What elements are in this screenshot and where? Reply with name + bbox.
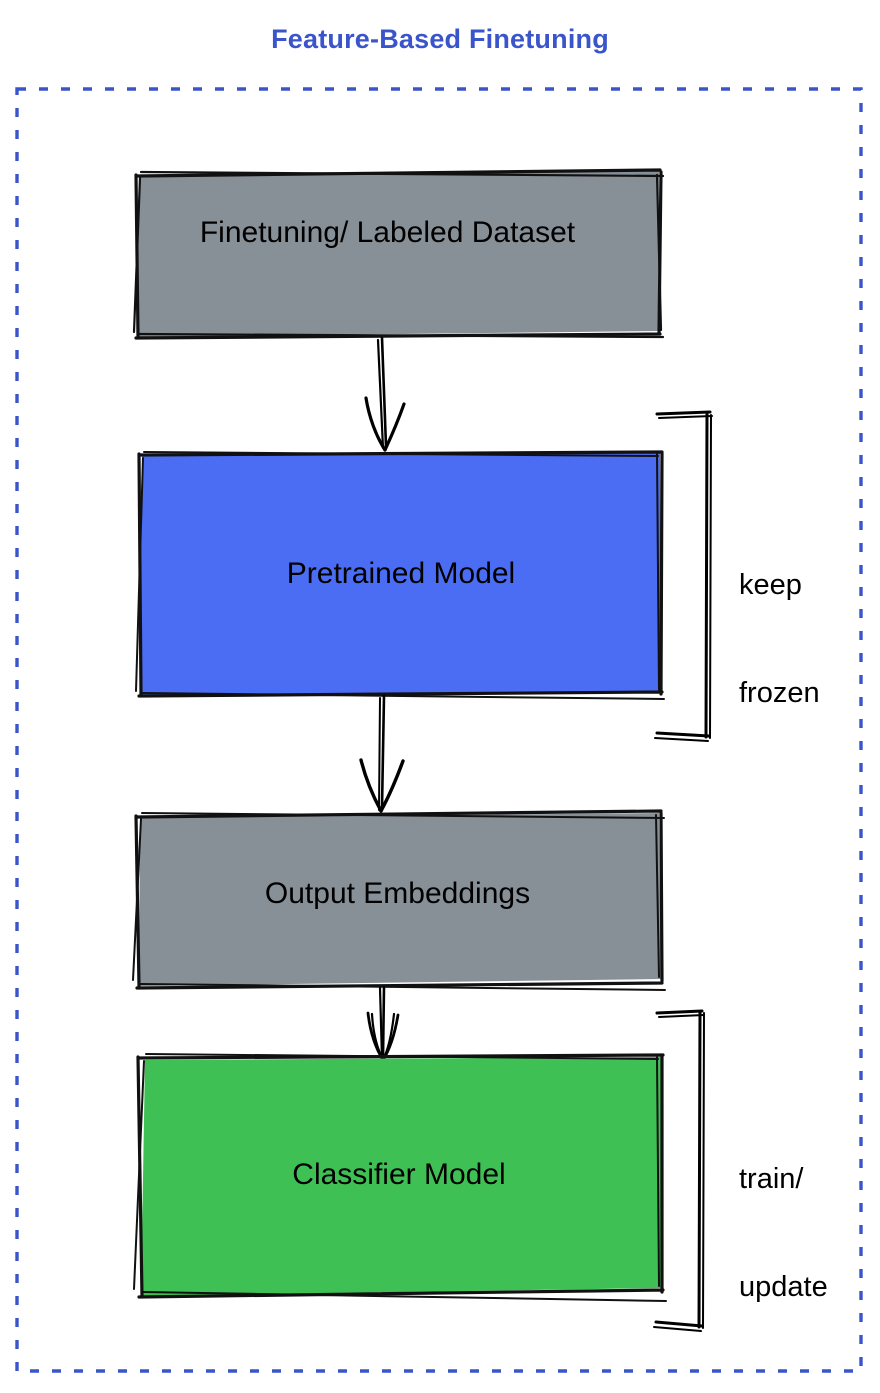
bracket-keep-frozen [654, 410, 713, 742]
bracket-train-update [653, 1009, 705, 1332]
node-dataset[interactable] [132, 168, 665, 340]
annotation-keep-frozen-line1: keep [739, 569, 802, 601]
node-dataset-outline-2 [132, 170, 665, 339]
node-dataset-label: Finetuning/ Labeled Dataset [199, 216, 576, 249]
edge-embeddings-to-classifier [366, 985, 400, 1062]
annotation-train-update-line1: train/ [739, 1163, 804, 1195]
annotation-train-update-line2: update [739, 1271, 828, 1303]
annotation-keep-frozen: keep frozen [739, 495, 859, 783]
page-title: Feature-Based Finetuning [271, 24, 609, 54]
edge-pretrained-to-embeddings [359, 694, 405, 813]
node-pretrained-label: Pretrained Model [286, 557, 516, 590]
annotation-keep-frozen-line2: frozen [739, 677, 820, 709]
node-embeddings-label: Output Embeddings [264, 877, 531, 910]
edge-dataset-to-pretrained [364, 336, 406, 452]
node-dataset-fill [137, 171, 659, 337]
node-dataset-outline [134, 168, 663, 340]
node-classifier-label: Classifier Model [292, 1158, 506, 1191]
annotation-train-update: train/ update [739, 1089, 869, 1377]
